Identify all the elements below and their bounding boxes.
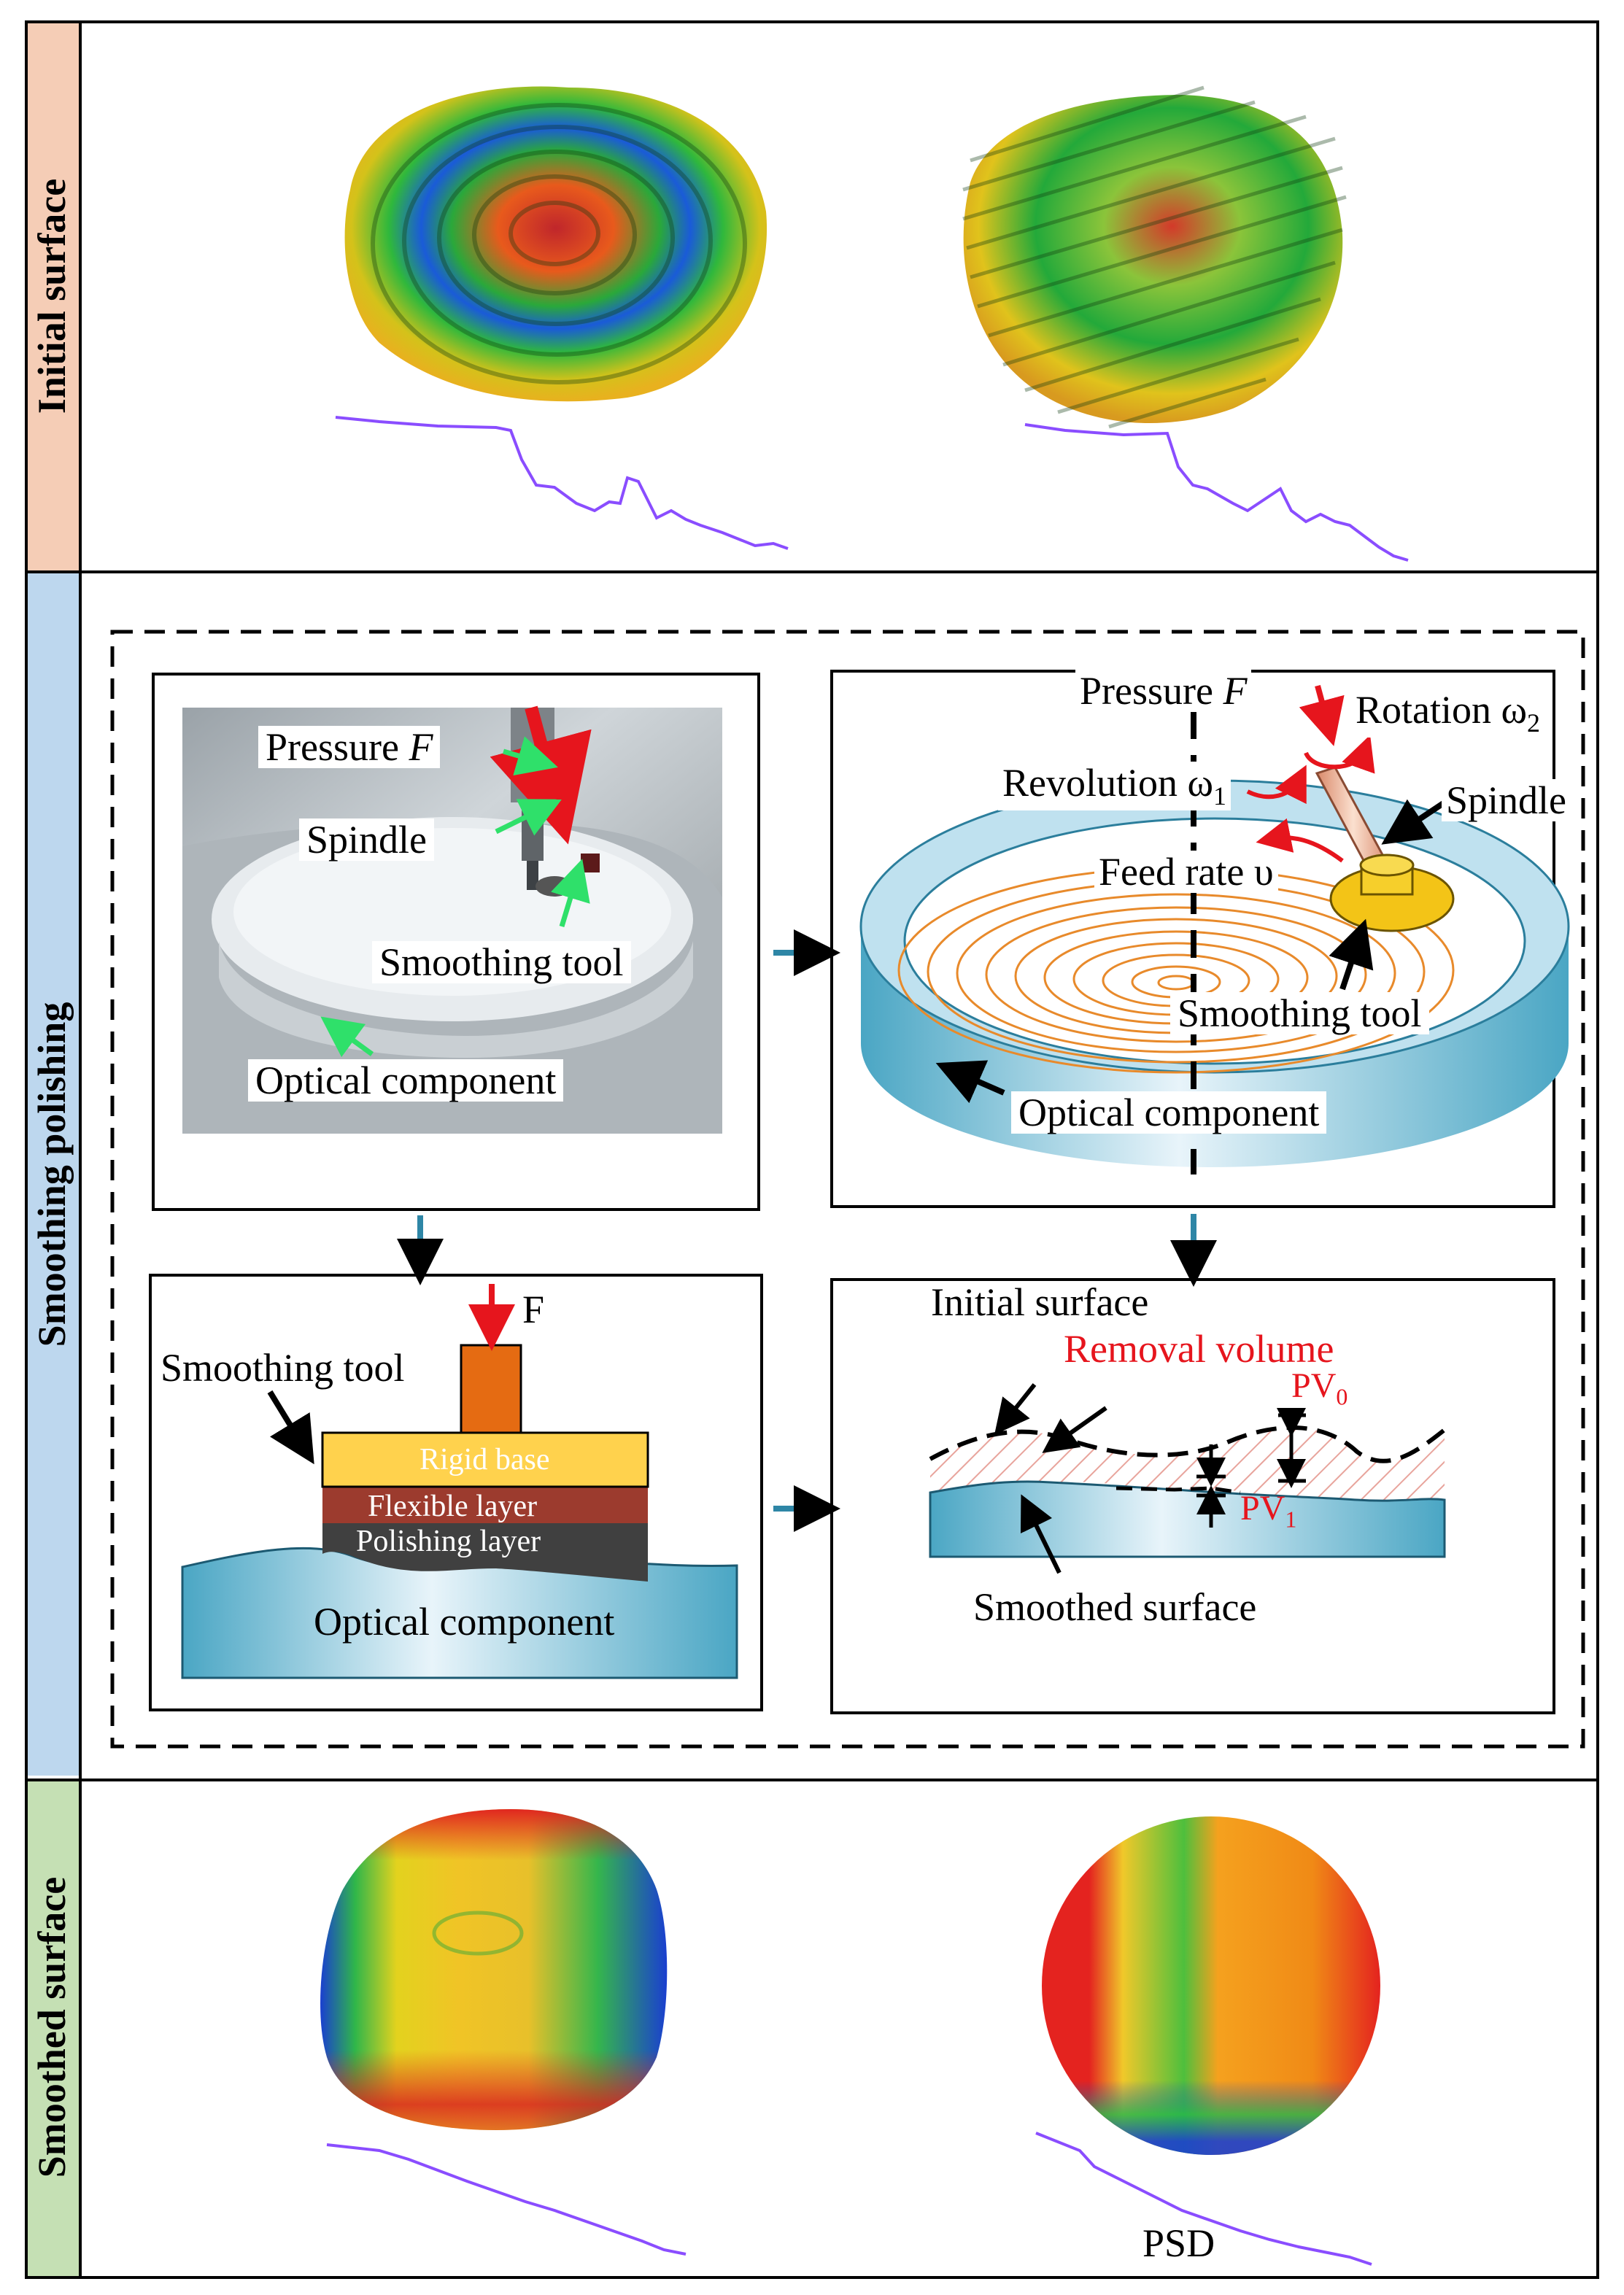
schematic-feed-arrow [1256, 818, 1344, 863]
initial-psd-curve-2 [1024, 423, 1409, 562]
schematic-spindle-label: Spindle [1442, 779, 1571, 821]
initial-psd-curve-1 [335, 416, 789, 550]
tool-force-label: F [522, 1288, 545, 1331]
schematic-feed-rate-label: Feed rate υ [1094, 851, 1278, 893]
photo-arrow-spindle [495, 799, 562, 836]
tool-flexible-layer [322, 1485, 648, 1523]
tool-polishing-layer [322, 1522, 648, 1582]
tool-spindle [460, 1344, 522, 1434]
smoothed-surface-map-1 [320, 1809, 668, 2130]
photo-pressure-label: Pressure F [258, 725, 441, 769]
tool-flexible-layer-label: Flexible layer [368, 1490, 538, 1523]
photo-pressure-text: Pressure [266, 725, 399, 769]
band-divider [79, 20, 82, 2279]
initial-surface-band: Initial surface [25, 22, 79, 570]
schematic-pressure-arrow [1299, 684, 1345, 746]
photo-arrow-component [320, 1016, 374, 1058]
tool-optical-component-label: Optical component [314, 1600, 615, 1644]
schematic-revolution-text: Revolution ω [1002, 761, 1214, 805]
schematic-spindle [1315, 766, 1455, 932]
tool-smoothing-tool-label: Smoothing tool [161, 1346, 405, 1390]
smoothed-surface-band: Smoothed surface [25, 1779, 79, 2276]
smoothed-section-frame [25, 1779, 1599, 2279]
photo-arrow-pressure [503, 736, 558, 776]
schematic-rotation-arrow [1304, 735, 1375, 774]
removal-volume-pointer [1042, 1406, 1107, 1453]
removal-pv1-sub: 1 [1285, 1506, 1297, 1533]
photo-spindle-label: Spindle [299, 818, 435, 861]
initial-surface-map-1 [344, 86, 767, 402]
schematic-pressure-text: Pressure [1080, 669, 1213, 713]
smoothed-psd-curve-2 [1035, 2132, 1372, 2266]
removal-pv1-label: PV1 [1240, 1491, 1296, 1531]
removal-smoothed-pointer [1020, 1494, 1062, 1574]
tool-rigid-base-label: Rigid base [419, 1443, 550, 1477]
removal-smoothed-surface-label: Smoothed surface [973, 1585, 1257, 1629]
schematic-rotation-text: Rotation ω [1356, 688, 1528, 732]
smoothed-psd-curve-1 [326, 2143, 687, 2256]
pv0-dimension [1277, 1408, 1306, 1488]
removal-pv0-sub: 0 [1336, 1383, 1348, 1410]
removal-lower-dashed [1115, 1486, 1241, 1495]
schematic-pressure-label: Pressure F [1075, 669, 1252, 713]
removal-pv1-text: PV [1240, 1489, 1285, 1528]
initial-surface-map-2 [962, 85, 1347, 429]
removal-pv0-label: PV0 [1291, 1369, 1347, 1409]
smoothed-surface-map-2 [1042, 1816, 1380, 2155]
schematic-rotation-sub: 2 [1527, 708, 1541, 738]
polishing-dashed-container [110, 630, 1585, 1749]
removal-volume-label: Removal volume [1064, 1327, 1334, 1371]
schematic-pressure-symbol: F [1223, 669, 1248, 713]
removal-initial-pointer [994, 1383, 1037, 1435]
schematic-revolution-label: Revolution ω1 [998, 762, 1231, 810]
photo-arrow-tool [551, 859, 590, 928]
removal-pv0-text: PV [1291, 1366, 1337, 1405]
photo-smoothing-tool-marker [581, 854, 600, 872]
photo-optical-component-label: Optical component [248, 1059, 564, 1102]
pv1-dimension [1196, 1444, 1226, 1528]
photo-smoothing-tool-label: Smoothing tool [372, 941, 631, 983]
schematic-revolution-arrow [1246, 765, 1307, 805]
psd-label: PSD [1142, 2221, 1215, 2265]
smoothing-polishing-band: Smoothing polishing [25, 573, 79, 1776]
schematic-optical-component-label: Optical component [1011, 1091, 1327, 1134]
schematic-rotation-label: Rotation ω2 [1351, 688, 1545, 738]
schematic-spindle-pointer [1381, 799, 1447, 845]
schematic-smoothing-tool-label: Smoothing tool [1170, 992, 1429, 1034]
photo-pressure-symbol: F [409, 725, 433, 769]
tool-polishing-layer-label: Polishing layer [356, 1525, 541, 1558]
removal-initial-surface-label: Initial surface [931, 1280, 1149, 1324]
tool-label-pointer [267, 1390, 314, 1465]
schematic-tool-pointer [1329, 918, 1374, 991]
schematic-revolution-sub: 1 [1213, 781, 1227, 810]
schematic-component-pointer [935, 1060, 1005, 1104]
